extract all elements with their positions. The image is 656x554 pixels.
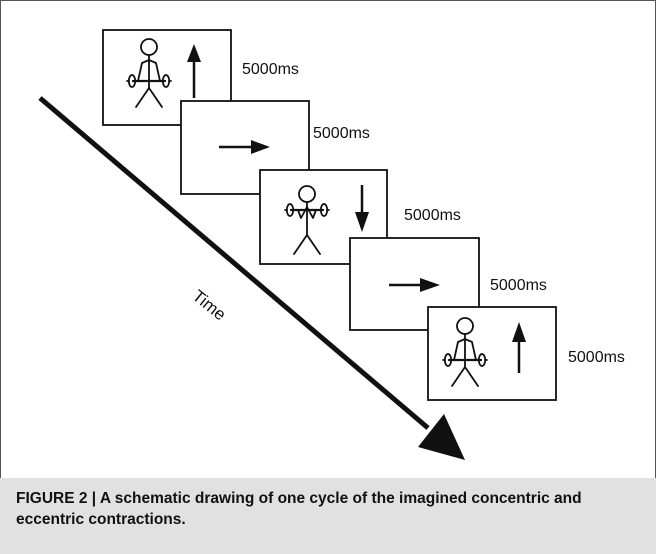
frame-5	[427, 306, 557, 401]
arrow-down-icon	[355, 185, 369, 232]
duration-label-4: 5000ms	[490, 277, 547, 294]
time-axis-arrow	[38, 96, 465, 460]
arrow-up-icon	[512, 322, 526, 373]
caption-block: FIGURE 2 | A schematic drawing of one cy…	[0, 478, 656, 554]
duration-label-3: 5000ms	[404, 207, 461, 224]
schematic-diagram	[38, 29, 557, 460]
arrow-right-icon	[389, 278, 440, 292]
duration-label-2: 5000ms	[313, 125, 370, 142]
duration-label-1: 5000ms	[242, 61, 299, 78]
arrow-right-icon	[219, 140, 270, 154]
caption-lead: FIGURE 2 |	[16, 490, 100, 507]
duration-label-5: 5000ms	[568, 349, 625, 366]
arrow-up-icon	[187, 44, 201, 98]
figure-caption: FIGURE 2 | A schematic drawing of one cy…	[16, 488, 636, 530]
caption-text: A schematic drawing of one cycle of the …	[16, 490, 582, 528]
